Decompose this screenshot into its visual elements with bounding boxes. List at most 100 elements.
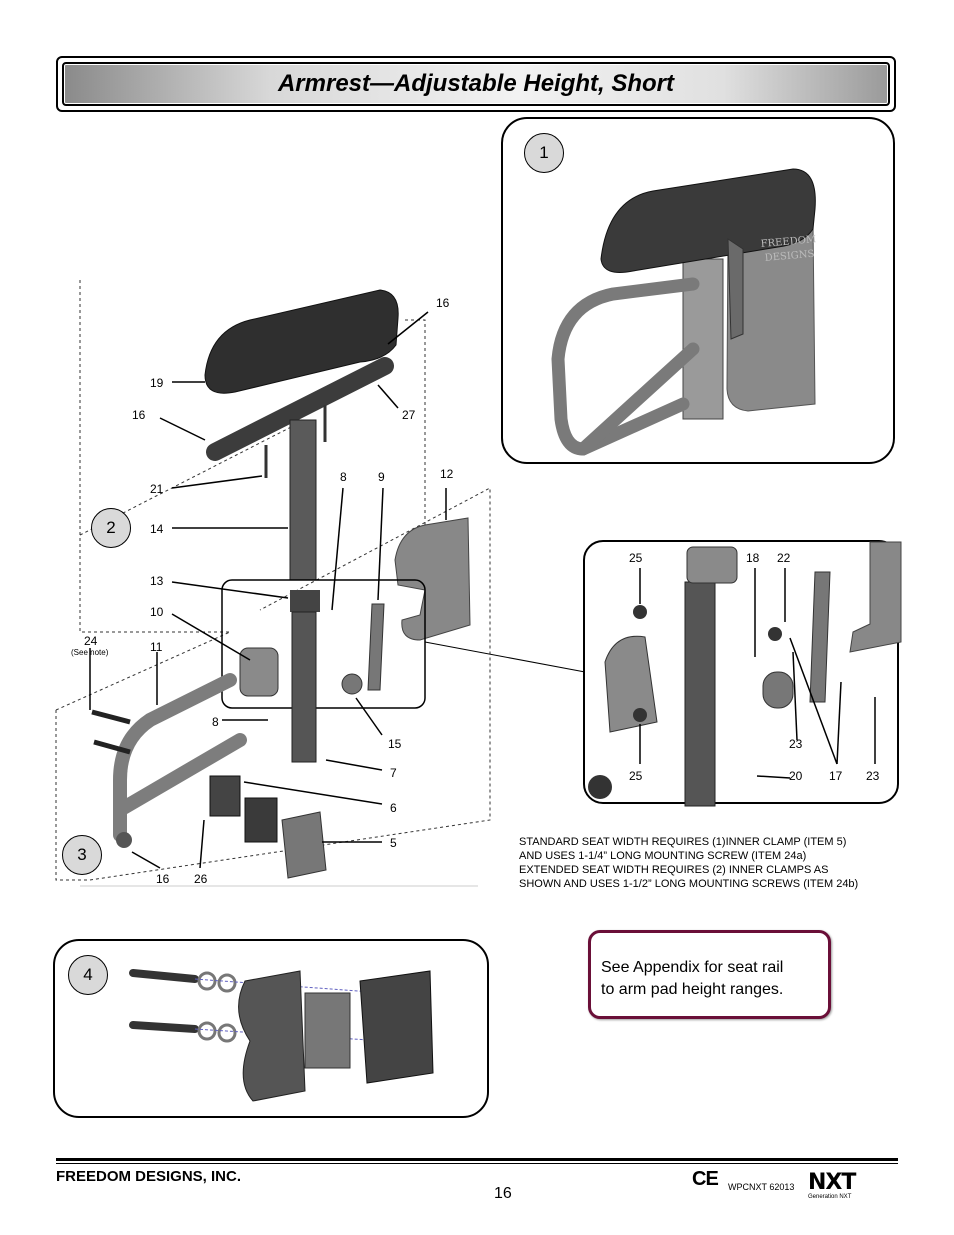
detail-clamp-left	[604, 635, 658, 733]
arm-pad	[600, 168, 816, 273]
callout-5: 5	[390, 836, 397, 850]
callout-6: 6	[390, 801, 397, 815]
note-line-3: EXTENDED SEAT WIDTH REQUIRES (2) INNER C…	[519, 864, 829, 876]
view-4-washers	[197, 971, 237, 1043]
appendix-line-2: to arm pad height ranges.	[601, 981, 784, 998]
view-4-clamp-a	[238, 970, 306, 1102]
callout-arrows	[89, 311, 447, 869]
block-13	[290, 590, 320, 612]
arm-pad-part	[204, 289, 399, 394]
view-1-illustration: FREEDOM DESIGNS	[551, 168, 817, 456]
view-4-panel: 4	[53, 939, 489, 1118]
detail-panel	[583, 540, 902, 807]
callout-16c: 16	[156, 872, 170, 886]
detail-nut-25b	[633, 708, 647, 722]
footer-company: FREEDOM DESIGNS, INC.	[56, 1168, 242, 1185]
page-title: Armrest—Adjustable Height, Short	[277, 70, 675, 97]
callout-7: 7	[390, 766, 397, 780]
clamp-5	[281, 811, 327, 879]
appendix-callout: See Appendix for seat rail to arm pad he…	[588, 930, 831, 1019]
detail-callout-20: 20	[789, 769, 803, 783]
view-1-panel: FREEDOM DESIGNS 1	[501, 117, 895, 464]
seat-width-note: STANDARD SEAT WIDTH REQUIRES (1)INNER CL…	[519, 835, 858, 891]
detail-arrows	[639, 568, 876, 779]
detail-lever	[809, 571, 831, 703]
side-plate-shape	[726, 223, 816, 412]
callout-15: 15	[388, 737, 402, 751]
detail-bushing	[762, 671, 794, 709]
page-number: 16	[494, 1185, 512, 1202]
footer-rule-thick	[56, 1158, 898, 1161]
screws-24	[91, 709, 131, 755]
side-tube	[551, 277, 700, 456]
detail-callout-17: 17	[829, 769, 843, 783]
ce-mark-logo: CE	[692, 1168, 719, 1190]
detail-post	[684, 581, 716, 807]
callout-19: 19	[150, 376, 164, 390]
nxt-logo-subtitle: Generation NXT	[808, 1194, 852, 1200]
callout-27: 27	[402, 408, 416, 422]
clamp-10	[239, 647, 279, 697]
footer-rule-thin	[56, 1163, 898, 1164]
callout-16a: 16	[436, 296, 450, 310]
end-cap-16	[116, 832, 132, 848]
callout-8a: 8	[340, 470, 347, 484]
note-line-2: AND USES 1-1/4” LONG MOUNTING SCREW (ITE…	[519, 850, 807, 862]
bushing-15	[341, 673, 363, 695]
appendix-line-1: See Appendix for seat rail	[601, 959, 784, 976]
view-4-clamp-b	[304, 992, 351, 1069]
view-1-badge: 1	[524, 133, 564, 173]
callout-21: 21	[150, 482, 164, 496]
view-2-badge: 2	[91, 508, 131, 548]
clamp-6	[244, 797, 278, 843]
callout-12: 12	[440, 467, 454, 481]
view-4-illustration	[129, 969, 434, 1102]
detail-callout-25a: 25	[629, 551, 643, 565]
callout-9: 9	[378, 470, 385, 484]
callout-11: 11	[150, 640, 163, 654]
lever-9	[367, 603, 385, 691]
post-14	[289, 419, 317, 581]
u-tube-11	[113, 673, 247, 842]
lower-post-7	[291, 611, 317, 763]
callout-26: 26	[194, 872, 208, 886]
title-bar-inner: Armrest—Adjustable Height, Short	[62, 62, 890, 106]
callout-16b: 16	[132, 408, 146, 422]
callout-13: 13	[150, 574, 164, 588]
lever	[727, 238, 744, 340]
plate-text-line1: FREEDOM	[760, 234, 816, 250]
callout-8b: 8	[212, 715, 219, 729]
detail-nut-25a	[633, 605, 647, 619]
note-line-4: SHOWN AND USES 1-1/2” LONG MOUNTING SCRE…	[519, 878, 859, 890]
side-plate-12	[394, 517, 471, 641]
side-tube-lower	[576, 342, 700, 456]
detail-illustration	[588, 541, 902, 807]
title-bar: Armrest—Adjustable Height, Short	[56, 56, 896, 112]
view-3-badge: 3	[62, 835, 102, 875]
plate-text-line2: DESIGNS	[764, 249, 815, 264]
document-code: WPCNXT 62013	[728, 1182, 795, 1192]
detail-connector	[424, 641, 586, 673]
clamp-26	[209, 775, 241, 817]
view-4-screws	[129, 969, 199, 1033]
callout-24-note: (See note)	[71, 648, 109, 657]
appendix-text: See Appendix for seat rail to arm pad he…	[601, 957, 820, 1001]
top-tube	[206, 357, 394, 461]
detail-top-block	[686, 546, 738, 584]
detail-nut-22	[768, 627, 782, 641]
detail-callout-23a: 23	[789, 737, 803, 751]
detail-plate	[849, 541, 902, 653]
detail-callout-22: 22	[777, 551, 791, 565]
detail-callout-18: 18	[746, 551, 760, 565]
dashed-frame-lower	[55, 487, 491, 881]
note-line-1: STANDARD SEAT WIDTH REQUIRES (1)INNER CL…	[519, 836, 847, 848]
detail-callout-23b: 23	[866, 769, 880, 783]
detail-callout-25b: 25	[629, 769, 643, 783]
nxt-logo: NXT	[808, 1170, 856, 1195]
callout-24: 24	[84, 634, 98, 648]
callout-10: 10	[150, 605, 164, 619]
view-4-clamp-c	[359, 970, 434, 1084]
detail-end-cap	[588, 775, 612, 799]
view-4-badge: 4	[68, 955, 108, 995]
